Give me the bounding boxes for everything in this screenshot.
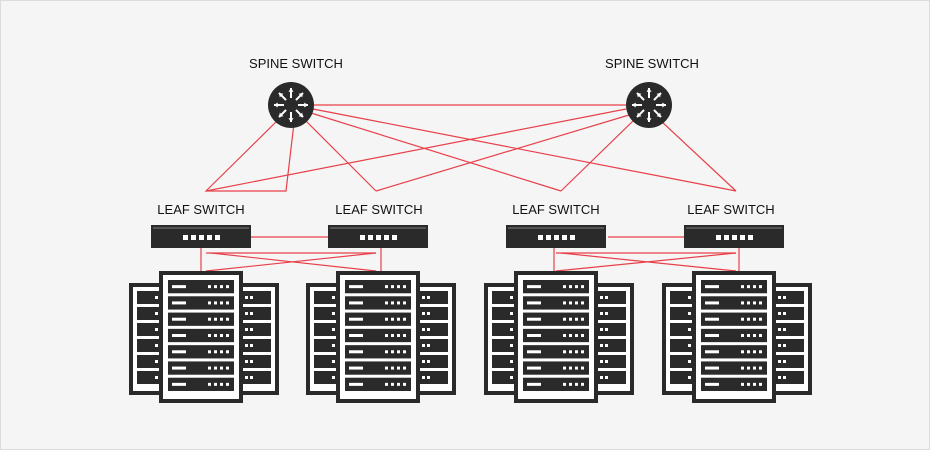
leaf-switch-icon xyxy=(506,225,606,248)
link-leaf4-rack3 xyxy=(555,252,737,272)
leaf-switch-icon xyxy=(151,225,251,248)
server-rack-icon xyxy=(129,271,279,403)
leaf-switch-icon xyxy=(684,225,784,248)
leaf-switches xyxy=(151,225,784,248)
link-spine2-leaf3 xyxy=(560,120,634,192)
link-spine2-leaf2 xyxy=(375,114,630,192)
leaf-label-4: LEAF SWITCH xyxy=(687,202,774,217)
leaf-label-2: LEAF SWITCH xyxy=(335,202,422,217)
server-rack-icon xyxy=(306,271,456,403)
spine-label-1: SPINE SWITCH xyxy=(249,56,343,71)
link-spine2-leaf1 xyxy=(205,108,627,192)
link-spine1-leaf4 xyxy=(312,108,737,192)
link-spine1-leaf3 xyxy=(310,112,562,192)
leaf-server-links xyxy=(200,236,740,272)
spine-leaf-links xyxy=(204,104,737,192)
leaf-label-1: LEAF SWITCH xyxy=(157,202,244,217)
link-spine2-leaf4 xyxy=(660,120,737,192)
spine-switch-icon xyxy=(626,82,672,128)
spine-switch-icon xyxy=(268,82,314,128)
spine-label-2: SPINE SWITCH xyxy=(605,56,699,71)
server-racks xyxy=(129,271,812,403)
spine-switches xyxy=(268,82,672,128)
link-leaf2-rack1 xyxy=(205,252,377,272)
server-rack-icon xyxy=(484,271,634,403)
link-spine1-leaf2 xyxy=(305,120,377,192)
leaf-switch-icon xyxy=(328,225,428,248)
server-rack-icon xyxy=(662,271,812,403)
leaf-label-3: LEAF SWITCH xyxy=(512,202,599,217)
link-spine1-leaf1 xyxy=(204,118,295,192)
